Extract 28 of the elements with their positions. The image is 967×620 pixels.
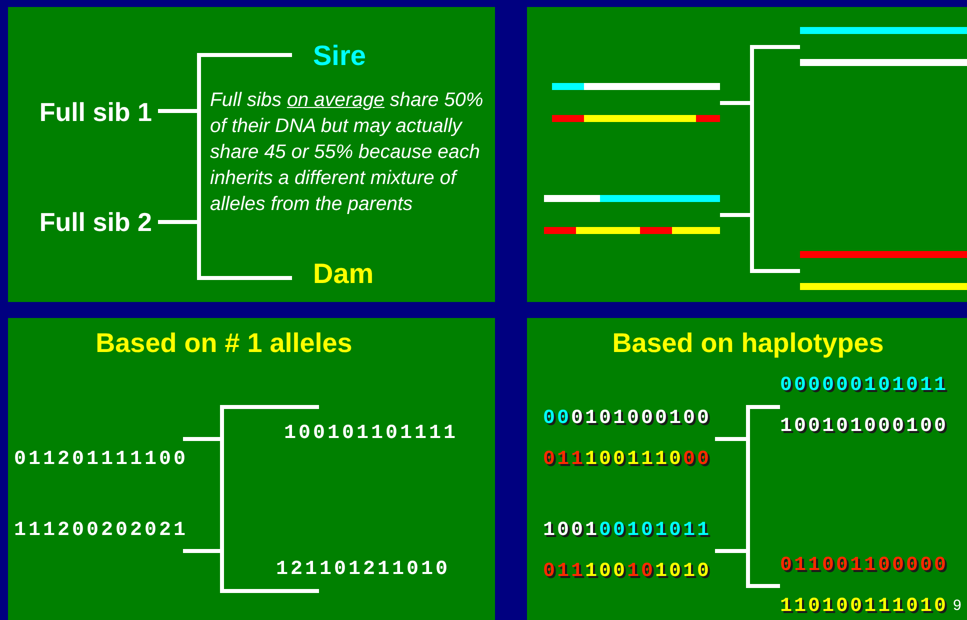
allele-string: 011201111100 [14,439,214,473]
bit-string: 011100111000 [543,447,712,473]
explanation-text: Full sibs on average share 50% of their DNA but may actually share 45 or 55% because each inherits a different mixture of alleles from the parents [210,88,484,217]
chromosome-pair-drawing [552,83,720,122]
bit-string: 011100101010 [543,559,712,585]
allele-string: 100101101111 [284,407,484,447]
panel [8,7,495,302]
bit-string: 000101000100 [543,406,712,432]
bit-string: 000000101011 [780,373,948,399]
panel [8,318,495,620]
panel-heading: Based on # 1 alleles [94,328,354,359]
allele-string: 111200202021 [14,518,214,551]
chromosome-pair-drawing [544,195,720,234]
chromosome-pair-drawing [800,251,967,290]
individual-label: Full sib 2 [10,206,158,238]
individual-label: Sire [292,38,402,74]
panel [527,318,967,620]
chromosome-pair-drawing [800,27,967,66]
panel [527,7,967,302]
panel-heading: Based on haplotypes [611,328,885,359]
individual-label: Full sib 1 [10,96,158,128]
allele-string: 121101211010 [276,557,476,591]
bit-string: 100101000100 [780,414,948,440]
bit-string: 011001100000 [780,553,948,579]
individual-label: Dam [292,256,402,292]
slide-number: 9 [953,597,962,615]
bit-string: 110100111010 [780,594,948,620]
bit-string: 100100101011 [543,518,712,544]
